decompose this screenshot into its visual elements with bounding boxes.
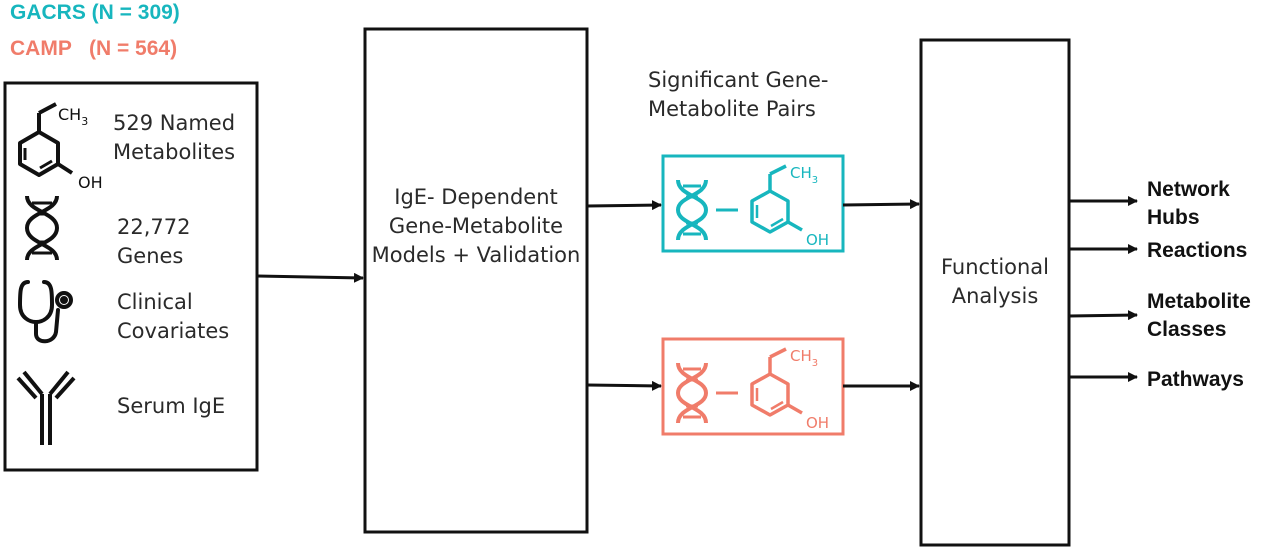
arrow-models-to-gacrs — [586, 200, 662, 211]
clinical-covariates-label: Clinical Covariates — [117, 290, 230, 343]
functional-box — [919, 38, 1071, 547]
svg-text:CH3: CH3 — [790, 164, 818, 186]
gacrs-dna-icon — [675, 179, 709, 241]
output-reactions: Reactions — [1147, 239, 1248, 262]
ch3-subscript-inputs: 3 — [81, 115, 88, 128]
ch3-subscript-gacrs: 3 — [812, 175, 818, 186]
oh-label-inputs: OH — [78, 173, 103, 192]
serum-ige-label: Serum IgE — [117, 394, 226, 418]
arrow-to-metabolite-classes — [1068, 310, 1138, 321]
metabolites-label: 529 Named Metabolites — [113, 111, 236, 164]
ch3-label-inputs: CH — [58, 105, 81, 124]
dna-icon — [24, 195, 60, 261]
oh-label-camp: OH — [806, 414, 829, 432]
camp-pair-content: CH3 OH — [675, 347, 829, 432]
genes-label: 22,772 Genes — [117, 215, 191, 268]
oh-label-gacrs: OH — [806, 231, 829, 249]
output-pathways: Pathways — [1147, 368, 1244, 391]
models-box-text: IgE- Dependent Gene-Metabolite Models + … — [371, 185, 581, 267]
output-network-hubs: Network Hubs — [1147, 178, 1230, 229]
ch3-label-camp: CH — [790, 347, 812, 365]
arrow-gacrs-to-functional — [842, 199, 920, 210]
arrow-models-to-camp — [586, 380, 662, 391]
ch3-subscript-camp: 3 — [812, 358, 818, 369]
ch3-label-gacrs: CH — [790, 164, 812, 182]
camp-dna-icon — [675, 362, 709, 424]
camp-phenol-icon — [750, 347, 803, 417]
svg-text:CH3: CH3 — [58, 105, 88, 128]
arrow-inputs-to-models — [256, 272, 364, 283]
gacrs-phenol-icon — [750, 164, 803, 234]
cohort-gacrs-label: GACRS (N = 309) — [10, 1, 180, 24]
antibody-icon — [16, 370, 76, 445]
models-box — [363, 27, 589, 534]
output-metabolite-classes: Metabolite Classes — [1147, 290, 1251, 341]
cohort-camp-label: CAMP (N = 564) — [10, 37, 178, 60]
gacrs-pair-content: CH3 OH — [675, 164, 829, 249]
svg-text:CH3: CH3 — [790, 347, 818, 369]
stethoscope-icon — [17, 280, 73, 344]
functional-box-text: Functional Analysis — [940, 255, 1050, 308]
phenol-molecule-icon: CH3 OH — [18, 102, 103, 192]
pairs-title: Significant Gene- Metabolite Pairs — [648, 68, 829, 121]
